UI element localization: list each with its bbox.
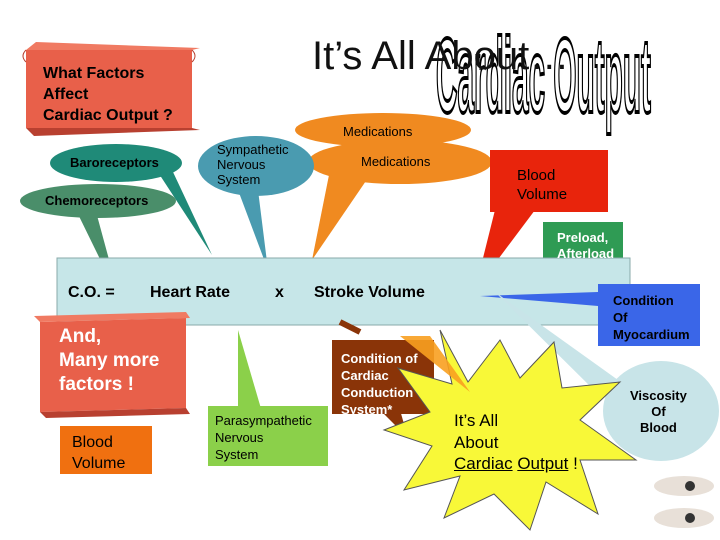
blood-volume-bottom-label: Blood Volume <box>72 434 126 472</box>
scroll-banner <box>22 42 200 136</box>
sympathetic-bubble <box>198 136 314 270</box>
medications-top-bubble <box>295 113 471 147</box>
scroll-banner-2 <box>34 312 190 418</box>
parasympathetic-label: Parasympathetic Nervous System <box>215 413 312 462</box>
medications-top-label: Medications <box>343 124 413 139</box>
burst-shape <box>382 329 638 531</box>
wordart-text: Cardiac Output <box>436 18 651 135</box>
scroll2-label: And, Many more factors ! <box>59 326 160 395</box>
blood-volume-bottom-bubble <box>60 426 152 474</box>
viscosity-label: Viscosity Of Blood <box>630 388 687 435</box>
eyes-image <box>654 476 714 528</box>
viscosity-bubble <box>495 292 719 461</box>
baroreceptors-bubble <box>50 144 212 255</box>
burst-exclaim: ! <box>568 454 578 473</box>
baroreceptors-label: Baroreceptors <box>70 155 159 170</box>
cardiac-output-wordart: Cardiac Output <box>435 17 652 136</box>
equation-co: C.O. = <box>68 284 115 301</box>
scroll-label: What Factors Affect Cardiac Output ? <box>43 65 173 124</box>
myocardium-bubble <box>480 284 700 346</box>
medications-bubble <box>308 140 492 260</box>
burst-word-output: Output <box>517 454 569 473</box>
medications-label: Medications <box>361 154 431 169</box>
conduction-label: Condition of Cardiac Conduction System* <box>341 351 418 417</box>
burst-label: It’s All About <box>454 411 499 452</box>
myocardium-label: Condition Of Myocardium <box>613 293 690 342</box>
parasympathetic-bubble <box>208 330 328 466</box>
blood-volume-top-bubble <box>475 150 608 290</box>
sympathetic-label: Sympathetic Nervous System <box>217 142 289 187</box>
burst-word-cardiac: Cardiac <box>454 454 513 473</box>
preload-label: Preload, Afterload <box>557 230 615 261</box>
page-title: It’s All About… <box>312 34 570 78</box>
equation-stroke-volume: Stroke Volume <box>314 284 425 301</box>
chemoreceptors-label: Chemoreceptors <box>45 193 149 208</box>
burst-cardiac-output: Cardiac Output ! <box>454 454 578 474</box>
equation-heart-rate: Heart Rate <box>150 284 231 301</box>
equation-times: x <box>275 284 284 301</box>
blood-volume-top-label: Blood Volume <box>517 167 568 203</box>
